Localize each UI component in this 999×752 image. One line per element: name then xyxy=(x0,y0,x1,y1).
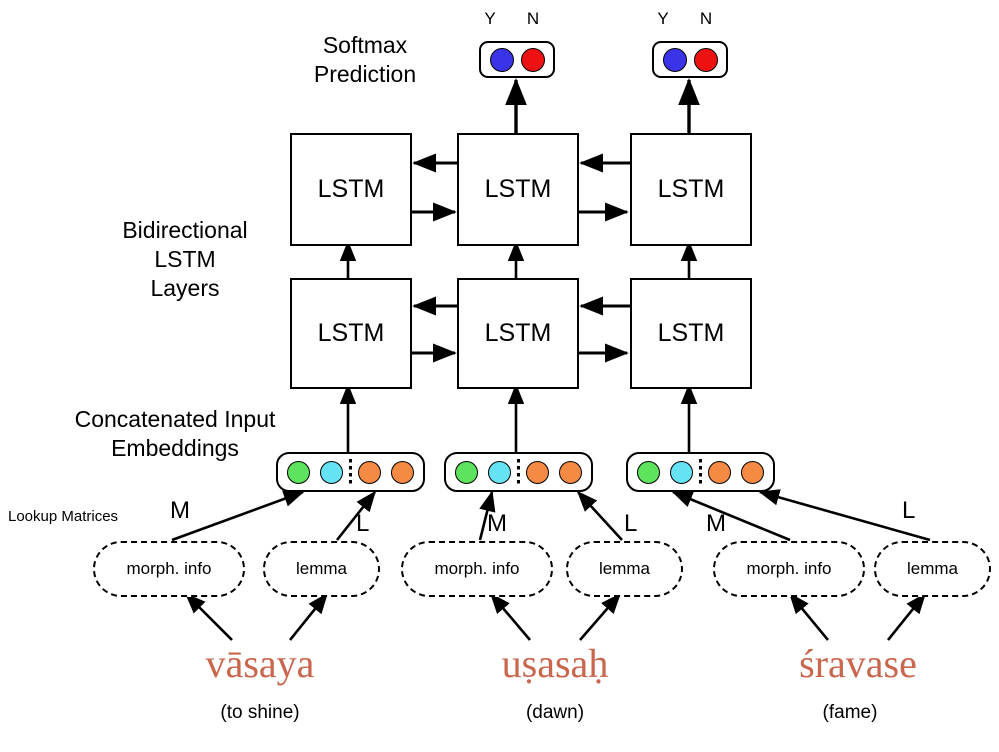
lstm-cell-upper-3[interactable]: LSTM xyxy=(630,133,752,246)
embedding-dot-lemma-a-1 xyxy=(358,460,381,484)
class-label-y-1: Y xyxy=(484,9,496,28)
softmax-label-line2: Prediction xyxy=(313,60,417,87)
lookup-box-morph-3[interactable]: morph. info xyxy=(713,541,865,597)
embedding-separator-2 xyxy=(517,459,520,485)
embedding-dot-lemma-a-2 xyxy=(526,460,549,484)
lookup-box-morph-1[interactable]: morph. info xyxy=(93,541,245,597)
lookup-matrices-label: Lookup Matrices xyxy=(8,508,119,525)
input-gloss-3: (fame) xyxy=(822,702,878,723)
matrix-label-m-2: M xyxy=(487,510,507,537)
embedding-dot-morph-a-1 xyxy=(287,460,310,484)
softmax-output-1[interactable] xyxy=(479,41,555,78)
lstm-cell-upper-1[interactable]: LSTM xyxy=(290,133,412,246)
softmax-dot-no-2 xyxy=(693,47,718,72)
embedding-separator-1 xyxy=(349,459,352,485)
embeddings-label-line2: Embeddings xyxy=(111,434,239,461)
lstm-cell-lower-3[interactable]: LSTM xyxy=(630,278,752,389)
input-word-1: vāsaya xyxy=(205,641,315,686)
lookup-box-lemma-3[interactable]: lemma xyxy=(874,541,991,597)
lookup-box-morph-2[interactable]: morph. info xyxy=(401,541,553,597)
embedding-dot-morph-a-2 xyxy=(455,460,478,484)
lstm-cell-lower-1[interactable]: LSTM xyxy=(290,278,412,389)
softmax-dot-yes-1 xyxy=(489,47,514,72)
embedding-dot-morph-a-3 xyxy=(637,460,660,484)
matrix-label-l-2: L xyxy=(624,510,638,537)
lookup-box-lemma-1[interactable]: lemma xyxy=(263,541,380,597)
class-label-n-2: N xyxy=(699,9,713,28)
embedding-vector-3[interactable] xyxy=(626,452,775,492)
matrix-label-m-3: M xyxy=(706,510,726,537)
concatenated-input-embeddings-label: Concatenated Input Embeddings xyxy=(60,405,290,463)
bidirectional-lstm-layers-label: Bidirectional LSTM Layers xyxy=(110,216,260,302)
embeddings-label-line1: Concatenated Input xyxy=(74,406,276,432)
input-word-2: uṣasaḥ xyxy=(501,641,609,686)
matrix-label-l-3: L xyxy=(902,497,916,524)
lstm-cell-upper-2[interactable]: LSTM xyxy=(457,133,579,246)
matrix-label-m-1: M xyxy=(170,497,190,524)
softmax-dot-no-1 xyxy=(520,47,545,72)
embedding-vector-2[interactable] xyxy=(444,452,593,492)
bilstm-label-line3: Layers xyxy=(150,274,220,301)
embedding-separator-3 xyxy=(699,459,702,485)
embedding-dot-morph-b-3 xyxy=(670,460,693,484)
lstm-cell-lower-2[interactable]: LSTM xyxy=(457,278,579,389)
bilstm-label-line2: LSTM xyxy=(154,245,216,272)
input-gloss-2: (dawn) xyxy=(525,702,585,723)
embedding-dot-morph-b-2 xyxy=(488,460,511,484)
class-label-n-1: N xyxy=(526,9,540,28)
embedding-dot-lemma-b-1 xyxy=(391,460,414,484)
bilstm-label-line1: Bidirectional xyxy=(122,217,248,243)
embedding-dot-lemma-b-3 xyxy=(741,460,764,484)
embedding-dot-lemma-b-2 xyxy=(559,460,582,484)
input-word-3: śravase xyxy=(799,641,917,686)
softmax-prediction-label: Softmax Prediction xyxy=(300,31,430,89)
softmax-output-2[interactable] xyxy=(652,41,728,78)
embedding-dot-morph-b-1 xyxy=(320,460,343,484)
embedding-vector-1[interactable] xyxy=(276,452,425,492)
embedding-dot-lemma-a-3 xyxy=(708,460,731,484)
matrix-label-l-1: L xyxy=(356,510,370,537)
input-gloss-1: (to shine) xyxy=(220,702,300,723)
softmax-label-line1: Softmax xyxy=(322,32,408,58)
softmax-dot-yes-2 xyxy=(662,47,687,72)
class-label-y-2: Y xyxy=(657,9,669,28)
lookup-box-lemma-2[interactable]: lemma xyxy=(566,541,683,597)
